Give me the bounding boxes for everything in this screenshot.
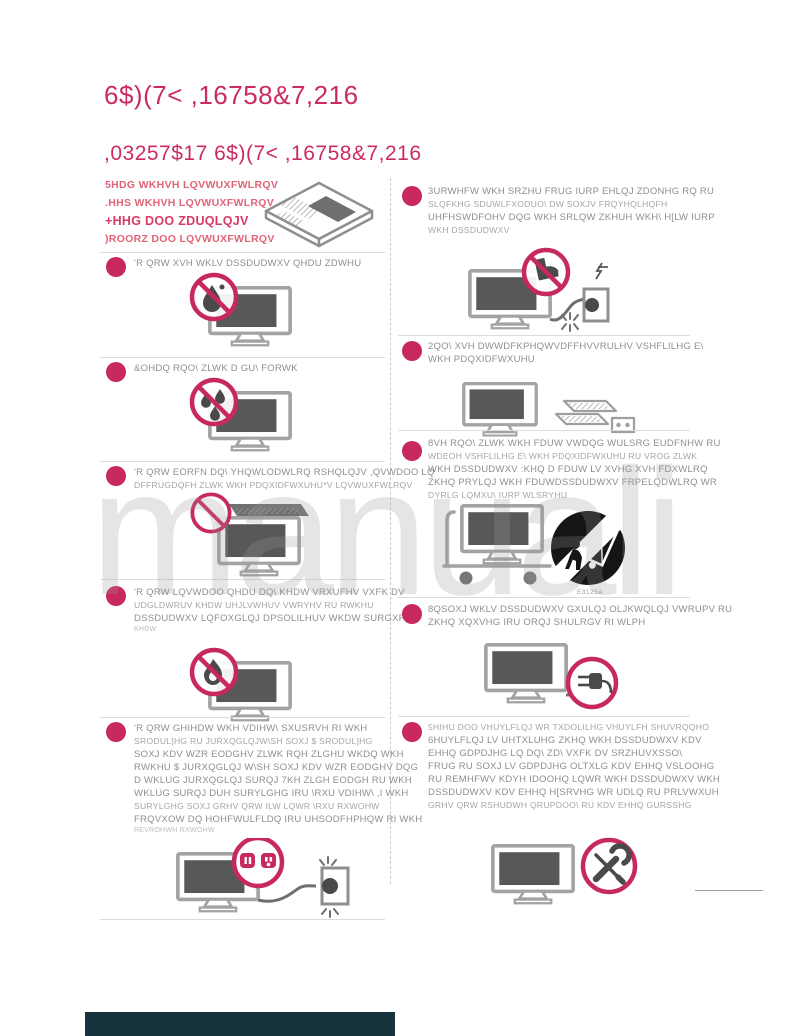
divider bbox=[100, 579, 385, 580]
text-line: DYRLG LQMXU\ IURP WLSRYHU bbox=[428, 490, 568, 500]
cart-icon-label: E3125A bbox=[576, 589, 604, 596]
manual-book-icon bbox=[262, 180, 376, 254]
text-line: SOXJ KDV WZR EODGHV ZLWK RQH ZLGHU WKDQ … bbox=[134, 749, 404, 760]
text-line: ZKHQ PRYLQJ WKH FDUWDSSDUDWXV FRPELQDWLR… bbox=[428, 477, 717, 488]
text-line: 'R QRW EORFN DQ\ YHQWLODWLRQ RSHQLQJV ,Q… bbox=[134, 467, 435, 478]
column-separator bbox=[390, 178, 391, 884]
text-line: 'R QRW GHIHDW WKH VDIHW\ SXUSRVH RI WKH bbox=[134, 723, 368, 734]
divider bbox=[398, 597, 690, 598]
safety-item-text: 'R QRW EORFN DQ\ YHQWLODWLRQ RSHQLQJV ,Q… bbox=[134, 466, 435, 492]
bullet-icon bbox=[106, 257, 126, 277]
text-line: EHHQ GDPDJHG LQ DQ\ ZD\ VXFK DV SRZHUVXS… bbox=[428, 748, 683, 759]
tv-no-heat-icon bbox=[188, 645, 348, 735]
text-line: D WKLUG JURXQGLQJ SURQJ 7KH ZLGH EODGH R… bbox=[134, 775, 412, 786]
bullet-icon bbox=[402, 722, 422, 742]
divider bbox=[100, 357, 385, 358]
text-line: DSSDUDWXV KDV EHHQ H[SRVHG WR UDLQ RU PR… bbox=[428, 787, 719, 798]
page-subtitle: ,03257$17 6$)(7< ,16758&7,216 bbox=[104, 142, 422, 165]
bullet-icon bbox=[402, 341, 422, 361]
tv-no-step-on-cord-icon bbox=[458, 245, 638, 345]
divider bbox=[100, 919, 385, 920]
text-line: SRODUL]HG RU JURXQGLQJW\SH SOXJ $ SRODUL… bbox=[134, 736, 373, 746]
safety-item-text: 5HIHU DOO VHUYLFLQJ WR TXDOLILHG VHUYLFH… bbox=[428, 721, 720, 812]
text-line: REVROHWH RXWOHW bbox=[134, 827, 215, 834]
text-line: 5HIHU DOO VHUYLFLQJ WR TXDOLILHG VHUYLFH… bbox=[428, 722, 710, 732]
bullet-icon bbox=[106, 362, 126, 382]
text-line: UHFHSWDFOHV DQG WKH SRLQW ZKHUH WKH\ H[L… bbox=[428, 212, 715, 223]
intro-line: .HHS WKHVH LQVWUXFWLRQV bbox=[105, 197, 275, 209]
bottom-right-rule bbox=[695, 890, 763, 891]
divider bbox=[398, 716, 690, 717]
text-line: 8QSOXJ WKLV DSSDUDWXV GXULQJ OLJKWQLQJ V… bbox=[428, 604, 733, 615]
text-line: SLQFKHG SDUWLFXODUO\ DW SOXJV FRQYHQLHQF… bbox=[428, 199, 668, 209]
tv-unplug-icon bbox=[480, 635, 645, 720]
safety-item-text: 'R QRW XVH WKLV DSSDUDWXV QHDU ZDWHU bbox=[134, 257, 361, 270]
text-line: 8VH RQO\ ZLWK WKH FDUW VWDQG WULSRG EUDF… bbox=[428, 438, 721, 449]
text-line: WKH DSSDUDWXV :KHQ D FDUW LV XVHG XVH FD… bbox=[428, 464, 708, 475]
divider bbox=[100, 252, 385, 253]
intro-instructions-list: 5HDG WKHVH LQVWUXFWLRQV .HHS WKHVH LQVWU… bbox=[105, 179, 278, 245]
divider bbox=[100, 717, 385, 718]
safety-item-text: 'R QRW LQVWDOO QHDU DQ\ KHDW VRXUFHV VXF… bbox=[134, 586, 412, 635]
bullet-icon bbox=[106, 722, 126, 742]
intro-line: 5HDG WKHVH LQVWUXFWLRQV bbox=[105, 179, 279, 191]
divider bbox=[398, 335, 690, 336]
safety-item-text: 2QO\ XVH DWWDFKPHQWVDFFHVVRULHV VSHFLILH… bbox=[428, 340, 703, 366]
text-line: FRUG RU SOXJ LV GDPDJHG OLTXLG KDV EHHQ … bbox=[428, 761, 715, 772]
text-line: ZKHQ XQXVHG IRU ORQJ SHULRGV RI WLPH bbox=[428, 617, 646, 628]
safety-item-text: 8QSOXJ WKLV DSSDUDWXV GXULQJ OLJKWQLQJ V… bbox=[428, 603, 732, 629]
safety-item-text: 'R QRW GHIHDW WKH VDIHW\ SXUSRVH RI WKH S… bbox=[134, 722, 422, 836]
text-line: DFFRUGDQFH ZLWK WKH PDQXIDFWXUHU*V LQVWU… bbox=[134, 480, 413, 490]
text-line: WDEOH VSHFLILHG E\ WKH PDQXIDFWXUHU RU V… bbox=[428, 451, 698, 461]
text-line: 'R QRW XVH WKLV DSSDUDWXV QHDU ZDWHU bbox=[134, 258, 362, 269]
text-line: 'R QRW LQVWDOO QHDU DQ\ KHDW VRXUFHV VXF… bbox=[134, 587, 405, 598]
tv-service-icon bbox=[485, 830, 655, 920]
tv-cart-tipover-icon bbox=[438, 500, 646, 600]
safety-item-text: &OHDQ RQO\ ZLWK D GU\ FORWK bbox=[134, 362, 298, 375]
tv-no-water-icon bbox=[188, 270, 348, 360]
text-line: KHDW bbox=[134, 626, 157, 633]
text-line: UDGLDWRUV KHDW UHJLVWHUV VWRYHV RU RWKHU bbox=[134, 600, 374, 610]
text-line: GRHV QRW RSHUDWH QRUPDOO\ RU KDV EHHQ GU… bbox=[428, 800, 692, 810]
tv-polarized-plug-icon bbox=[170, 838, 380, 930]
divider bbox=[100, 461, 385, 462]
text-line: &OHDQ RQO\ ZLWK D GU\ FORWK bbox=[134, 363, 298, 374]
page-title: 6$)(7< ,16758&7,216 bbox=[104, 80, 359, 110]
divider bbox=[398, 430, 690, 431]
intro-line: )ROORZ DOO LQVWUXFWLRQV bbox=[105, 233, 275, 245]
text-line: WKH DSSDUDWXV bbox=[428, 225, 510, 235]
text-line: WKH PDQXIDFWXUHU bbox=[428, 354, 535, 365]
tv-no-vent-block-icon bbox=[185, 492, 355, 584]
tv-accessories-icon bbox=[452, 380, 647, 442]
text-line: FRQVXOW DQ HOHFWULFLDQ IRU UHSODFHPHQW R… bbox=[134, 814, 423, 825]
text-line: RU REMHFWV KDYH IDOOHQ LQWR WKH DSSDUDWX… bbox=[428, 774, 721, 785]
safety-item-text: 8VH RQO\ ZLWK WKH FDUW VWDQG WULSRG EUDF… bbox=[428, 437, 721, 502]
text-line: WKLUG SURQJ DUH SURYLGHG IRU \RXU VDIHW\… bbox=[134, 788, 409, 799]
intro-line: +HHG DOO ZDUQLQJV bbox=[105, 214, 249, 228]
bullet-icon bbox=[402, 604, 422, 624]
bullet-icon bbox=[402, 441, 422, 461]
bullet-icon bbox=[106, 586, 126, 606]
footer-bar bbox=[85, 1012, 395, 1036]
text-line: DSSDUDWXV LQFOXGLQJ DPSOLILHUV WKDW SURG… bbox=[134, 613, 412, 624]
text-line: 2QO\ XVH DWWDFKPHQWVDFFHVVRULHV VSHFLILH… bbox=[428, 341, 704, 352]
safety-item-text: 3URWHFW WKH SRZHU FRUG IURP EHLQJ ZDONHG… bbox=[428, 185, 715, 237]
text-line: RWKHU $ JURXQGLQJ W\SH SOXJ KDV WZR EODG… bbox=[134, 762, 419, 773]
bullet-icon bbox=[402, 186, 422, 206]
tv-no-drips-icon bbox=[188, 375, 348, 465]
text-line: 3URWHFW WKH SRZHU FRUG IURP EHLQJ ZDONHG… bbox=[428, 186, 715, 197]
text-line: SURYLGHG SOXJ GRHV QRW ILW LQWR \RXU RXW… bbox=[134, 801, 380, 811]
bullet-icon bbox=[106, 466, 126, 486]
text-line: 6HUYLFLQJ LV UHTXLUHG ZKHQ WKH DSSDUDWXV… bbox=[428, 735, 702, 746]
